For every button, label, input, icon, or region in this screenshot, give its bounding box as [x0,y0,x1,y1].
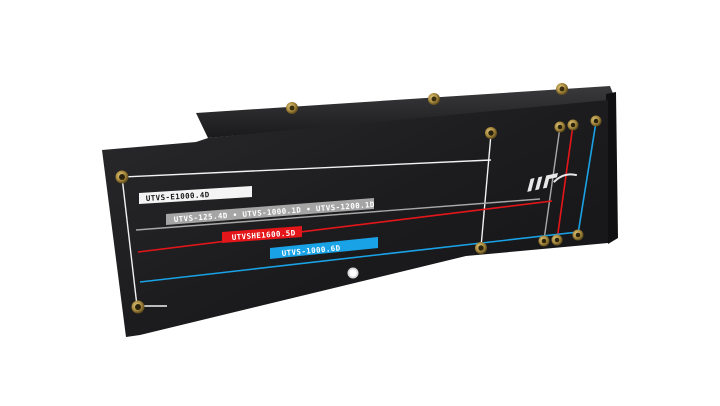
label-tag-white: UTVS-E1000.4D [139,186,252,204]
brand-logo-icon [527,173,578,192]
side-flange [606,92,618,244]
terminal-screw [551,234,563,246]
label-tag-red: UTVSHE1600.5D [222,226,302,243]
white-line [121,133,492,307]
flange-screw [556,83,568,95]
flange-screw [428,93,440,105]
top-flange [196,86,614,138]
label-text-white: UTVS-E1000.4D [146,190,210,203]
mount-hole [347,267,359,279]
face-screw [131,300,145,314]
face-screw [485,127,497,139]
gray-line [135,126,561,241]
terminal-screw [538,235,550,247]
terminal-screw [554,121,566,133]
flange-screw [286,102,298,114]
terminal-screw [590,115,602,127]
terminal-screw [572,229,584,241]
face-screw [115,170,129,184]
blue-line [139,121,597,283]
plate-face [102,100,608,337]
face-screw [475,242,487,254]
red-line [137,124,574,253]
terminal-screw [567,119,579,131]
